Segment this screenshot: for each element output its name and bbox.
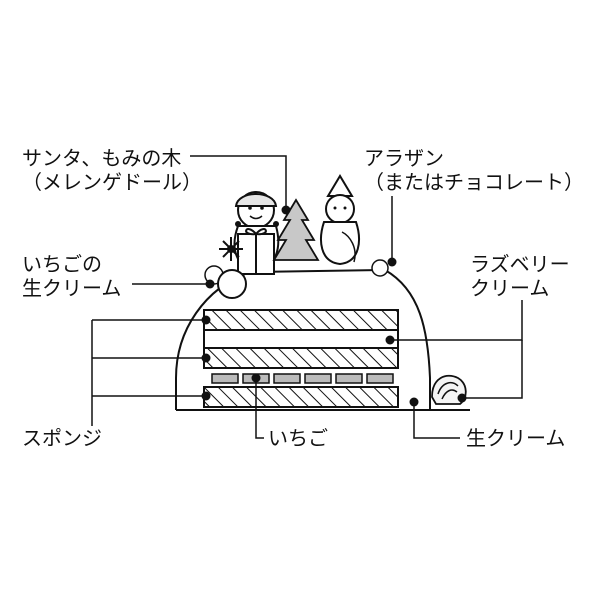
flower-icon [219, 237, 243, 261]
sponge-layer-bottom [203, 386, 399, 408]
white-bead-right-decoration [371, 259, 389, 277]
callout-line-fresh-cream [413, 402, 460, 439]
label-santa-tree-line2: （メレンゲドール） [22, 170, 202, 194]
callout-dot-fresh-cream [409, 397, 419, 407]
strawberry-slice [366, 373, 394, 384]
callout-dot-sponge-middle [201, 353, 211, 363]
strawberry-slice [273, 373, 301, 384]
callout-dot-sponge-top [201, 315, 211, 325]
label-santa-tree: サンタ、もみの木 （メレンゲドール） [22, 146, 202, 194]
label-arazan-line2: （またはチョコレート） [364, 170, 584, 194]
callout-line-raspberry-cream-lower [462, 340, 523, 399]
callout-line-strawberry [255, 378, 264, 439]
cream-swirl-decoration [431, 374, 467, 405]
label-raspberry-cream-line2: クリーム [470, 276, 550, 300]
callout-dots [201, 205, 467, 407]
callout-lines [91, 155, 523, 439]
callout-dot-strawberry [251, 373, 261, 383]
callout-line-santa-tree [190, 155, 287, 210]
cream-layer-top [203, 329, 399, 349]
callout-dot-sponge-bottom [201, 391, 211, 401]
label-arazan: アラザン （またはチョコレート） [364, 146, 584, 194]
callout-dot-raspberry-cream-lower [457, 393, 467, 403]
label-strawberry-cream-line2: 生クリーム [22, 276, 122, 300]
label-fresh-cream: 生クリーム [466, 426, 566, 450]
snowman-right-icon [320, 174, 360, 266]
strawberry-slice [211, 373, 239, 384]
label-arazan-line1: アラザン [364, 146, 444, 170]
callout-dot-santa-tree [281, 205, 291, 215]
strawberry-slice [335, 373, 363, 384]
label-raspberry-cream: ラズベリー クリーム [470, 252, 570, 300]
label-strawberry: いちご [268, 426, 328, 450]
cream-ball-decoration [217, 269, 247, 299]
label-sponge: スポンジ [22, 426, 102, 450]
christmas-tree-icon [272, 198, 320, 261]
strawberry-slice [304, 373, 332, 384]
sponge-layer-middle [203, 347, 399, 369]
label-strawberry-cream-line1: いちごの [22, 252, 102, 276]
callout-dot-strawberry-cream [205, 279, 215, 289]
label-strawberry-cream: いちごの 生クリーム [22, 252, 121, 300]
callout-dot-arazan [387, 257, 397, 267]
label-raspberry-cream-line1: ラズベリー [470, 252, 570, 276]
label-santa-tree-line1: サンタ、もみの木 [22, 146, 182, 170]
sponge-layer-top [203, 309, 399, 331]
callout-dot-raspberry-cream-upper [385, 335, 395, 345]
gift-box-icon [237, 228, 275, 275]
